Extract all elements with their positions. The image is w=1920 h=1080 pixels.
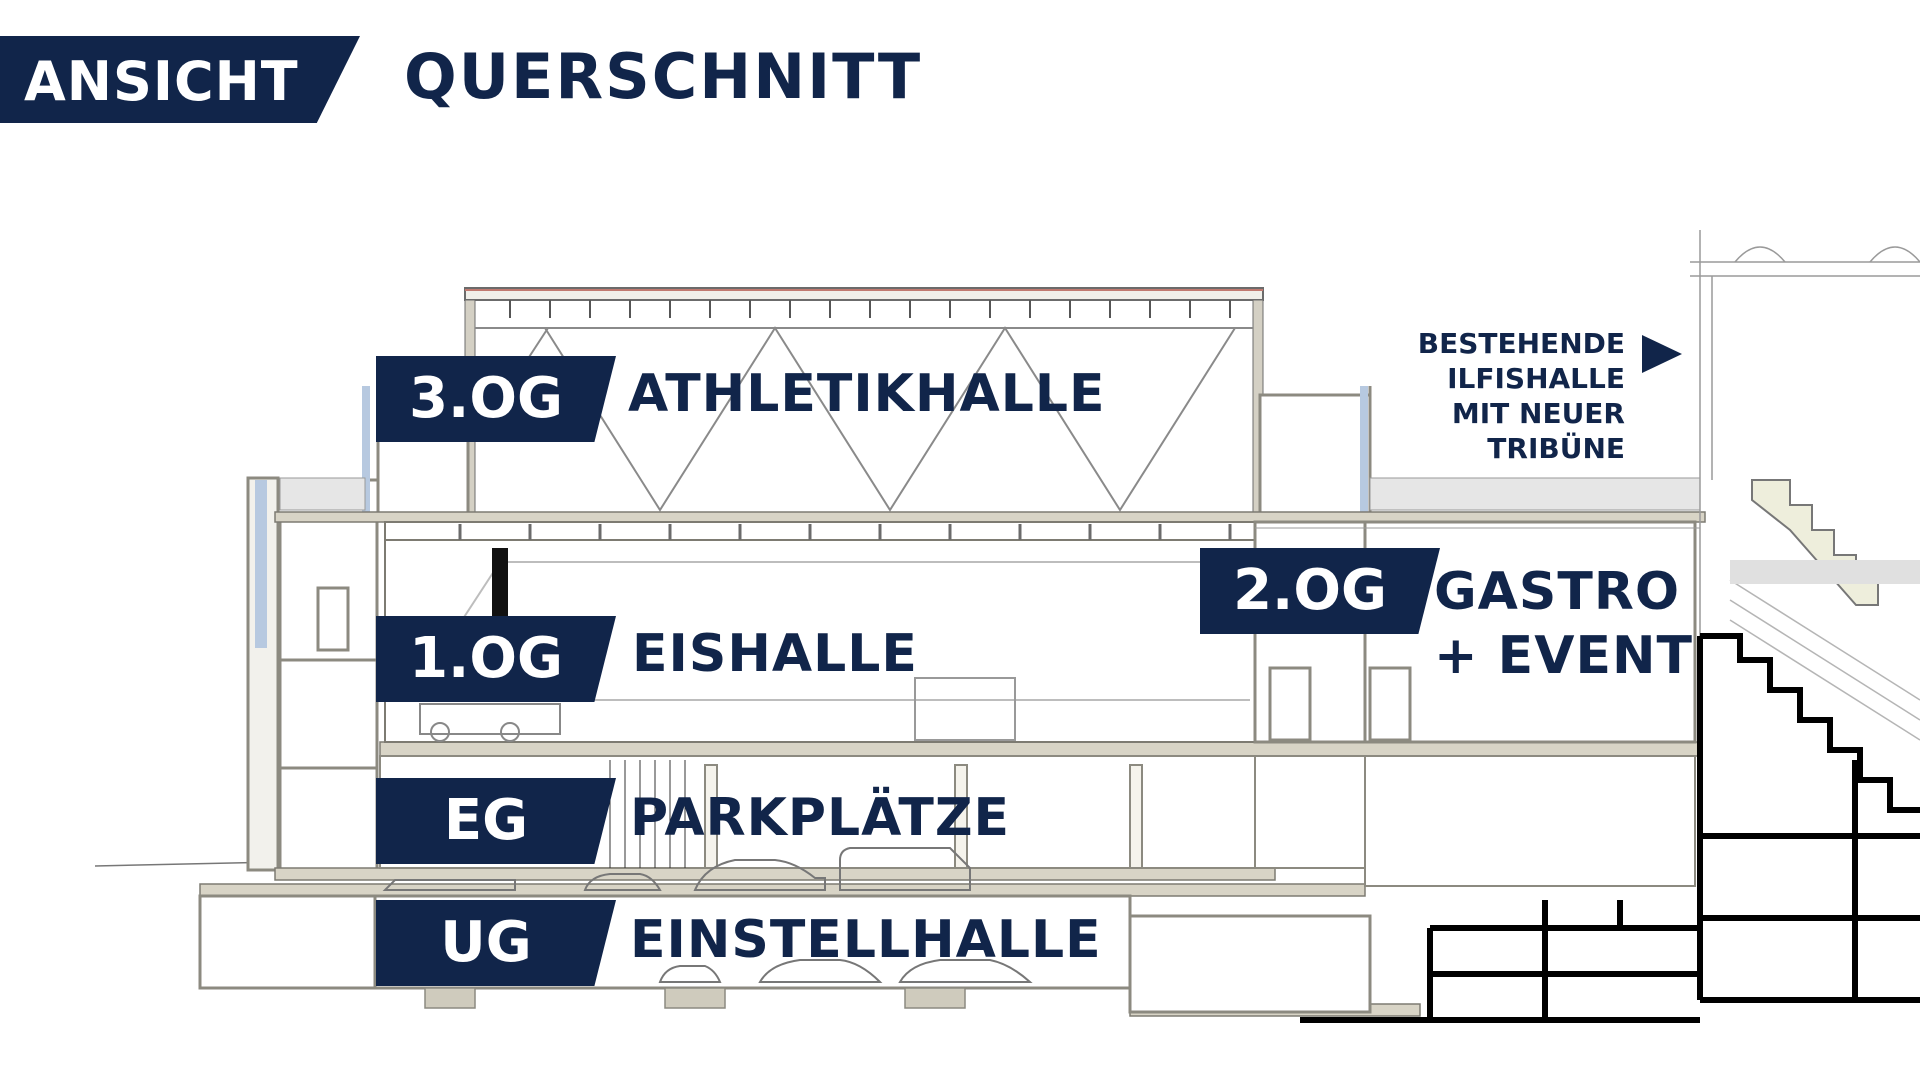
arrow-right-icon [1642, 335, 1682, 373]
floor-name-einstellhalle: EINSTELLHALLE [630, 910, 1102, 970]
view-tag-label: ANSICHT [24, 50, 299, 113]
floor-tag-1og-label: 1.OG [409, 626, 563, 691]
floor-name-gastro-event: GASTRO + EVENT [1434, 560, 1693, 688]
page-title: QUERSCHNITT [404, 40, 923, 113]
floor-name-gastro: GASTRO [1434, 562, 1681, 622]
left-window [255, 480, 267, 648]
floor-tag-ug-label: UG [440, 910, 532, 975]
floor-tag-2og-label: 2.OG [1233, 558, 1387, 623]
existing-hall-note: BESTEHENDE ILFISHALLE MIT NEUER TRIBÜNE [1380, 326, 1625, 466]
floor-tag-ug: UG [376, 900, 616, 986]
existing-hall [1690, 230, 1920, 1000]
cars-eg [382, 847, 971, 891]
floor-tag-3og-label: 3.OG [409, 366, 563, 431]
note-line-1: BESTEHENDE [1417, 327, 1625, 360]
floor-name-athletikhalle: ATHLETIKHALLE [628, 364, 1106, 424]
note-line-3: MIT NEUER [1451, 397, 1625, 430]
floor-tag-eg-label: EG [443, 788, 529, 853]
left-stair-block [246, 476, 379, 872]
floor-tag-eg: EG [376, 778, 616, 864]
floor-tag-2og: 2.OG [1200, 548, 1440, 634]
tribune-lines [1729, 560, 1920, 741]
window-3og [362, 386, 370, 516]
ice-resurfacer [419, 703, 561, 742]
tribune-upper [1751, 479, 1879, 606]
balustrades [279, 477, 1701, 511]
tribune-structure [1300, 633, 1920, 1023]
ice-goal [914, 677, 1016, 741]
ice-hall-ribs [458, 524, 1232, 540]
note-line-4: TRIBÜNE [1487, 432, 1625, 465]
roof-ribs [509, 300, 1231, 318]
floor-name-event: + EVENT [1434, 626, 1693, 686]
floor-name-eishalle: EISHALLE [632, 624, 918, 684]
cars-ug [658, 959, 1033, 983]
note-line-2: ILFISHALLE [1447, 362, 1625, 395]
floor-tag-1og: 1.OG [376, 616, 616, 702]
floor-tag-3og: 3.OG [376, 356, 616, 442]
view-tag: ANSICHT [0, 36, 360, 123]
window-3og-right [1360, 386, 1368, 516]
ug-footings [424, 987, 966, 1009]
parking-columns [704, 764, 1143, 869]
floor-name-parkplaetze: PARKPLÄTZE [630, 788, 1011, 848]
